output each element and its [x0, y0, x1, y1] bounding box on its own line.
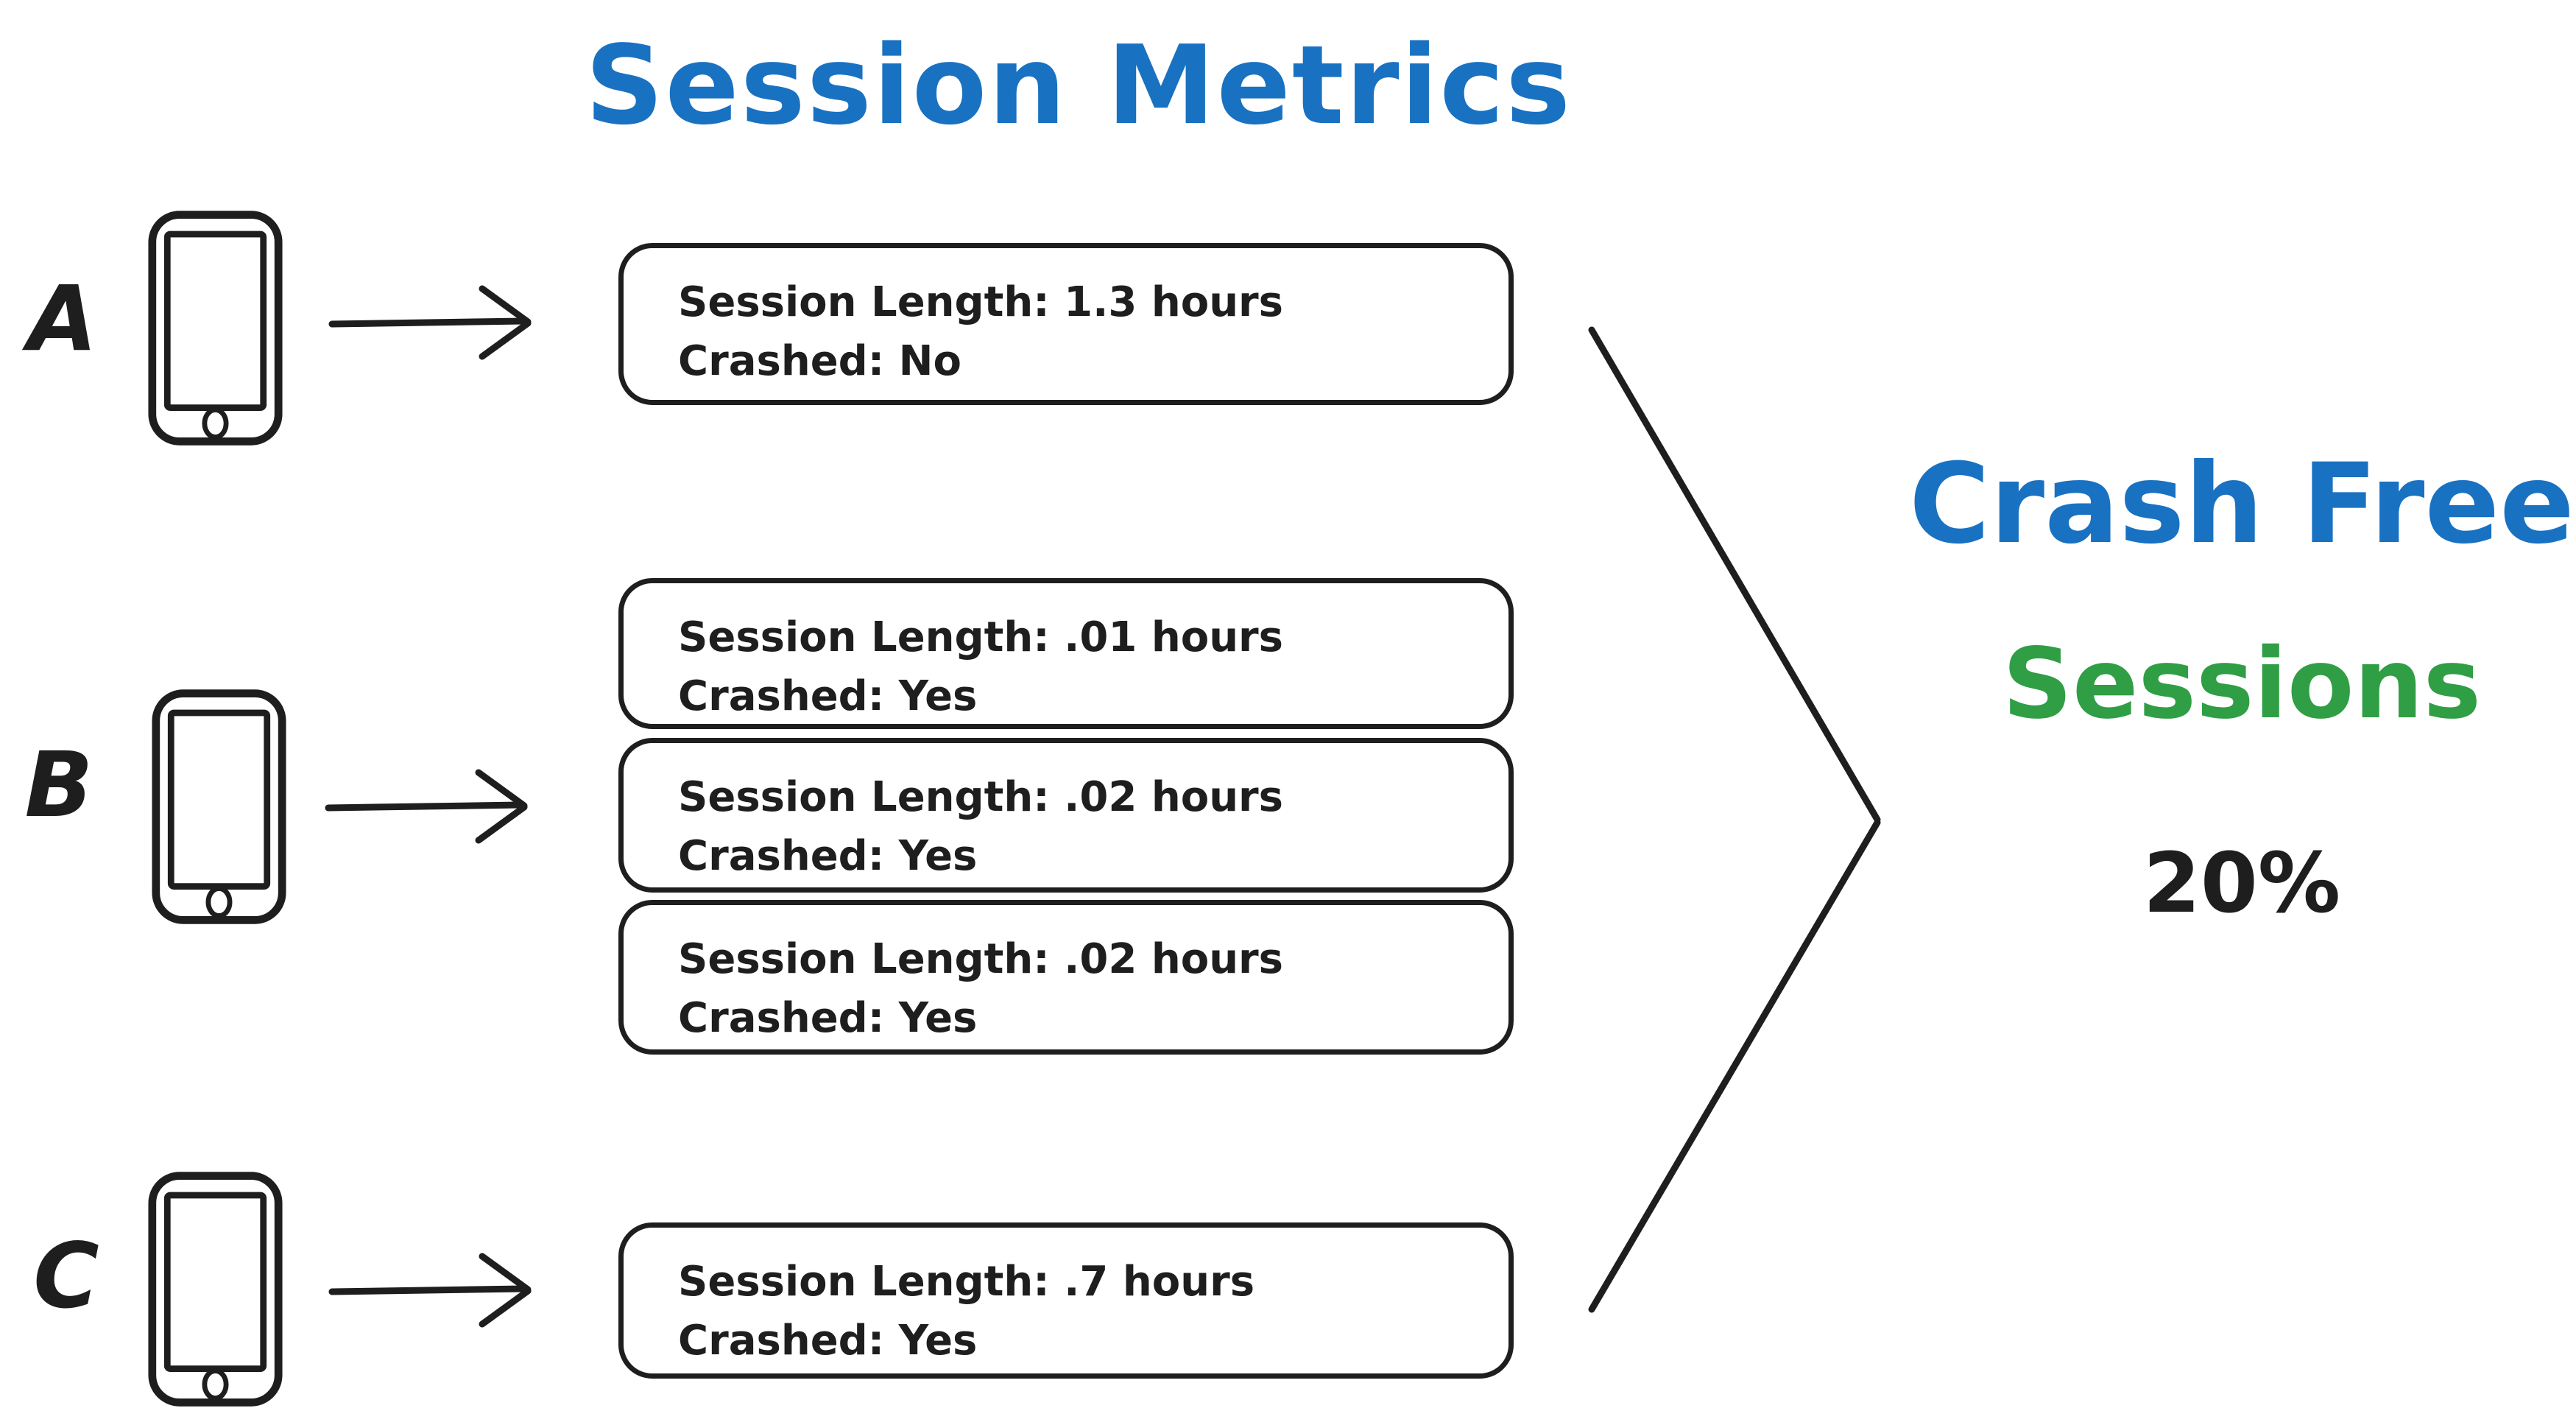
phone-icon	[147, 1169, 283, 1409]
session-crashed-text: Crashed: Yes	[678, 1317, 978, 1365]
device-c-label: C	[33, 1224, 99, 1329]
device-b-label: B	[24, 733, 93, 837]
session-box-b3: Session Length: .02 hours Crashed: Yes	[618, 900, 1514, 1055]
session-box-b1: Session Length: .01 hours Crashed: Yes	[618, 578, 1514, 729]
device-a-label: A	[27, 267, 98, 371]
phone-icon	[147, 208, 283, 448]
session-crashed-text: Crashed: Yes	[678, 832, 978, 880]
result-percentage: 20%	[2142, 836, 2341, 932]
session-box-c1: Session Length: .7 hours Crashed: Yes	[618, 1222, 1514, 1379]
result-title-line2: Sessions	[2002, 627, 2482, 741]
arrow-right-icon	[326, 1246, 554, 1334]
session-crashed-text: Crashed: No	[678, 337, 961, 385]
diagram-title: Session Metrics	[585, 22, 1573, 149]
session-length-text: Session Length: .02 hours	[678, 773, 1284, 821]
arrow-right-icon	[326, 278, 554, 367]
session-box-a1: Session Length: 1.3 hours Crashed: No	[618, 243, 1514, 405]
session-length-text: Session Length: 1.3 hours	[678, 278, 1284, 326]
arrow-right-icon	[322, 762, 551, 851]
session-crashed-text: Crashed: Yes	[678, 672, 978, 720]
session-box-b2: Session Length: .02 hours Crashed: Yes	[618, 738, 1514, 893]
session-crashed-text: Crashed: Yes	[678, 994, 978, 1042]
session-length-text: Session Length: .01 hours	[678, 613, 1284, 661]
session-length-text: Session Length: .02 hours	[678, 935, 1284, 983]
phone-icon	[151, 687, 287, 926]
session-length-text: Session Length: .7 hours	[678, 1258, 1255, 1306]
converge-chevron-icon	[1568, 309, 1899, 1340]
result-title-line1: Crash Free	[1909, 440, 2575, 569]
